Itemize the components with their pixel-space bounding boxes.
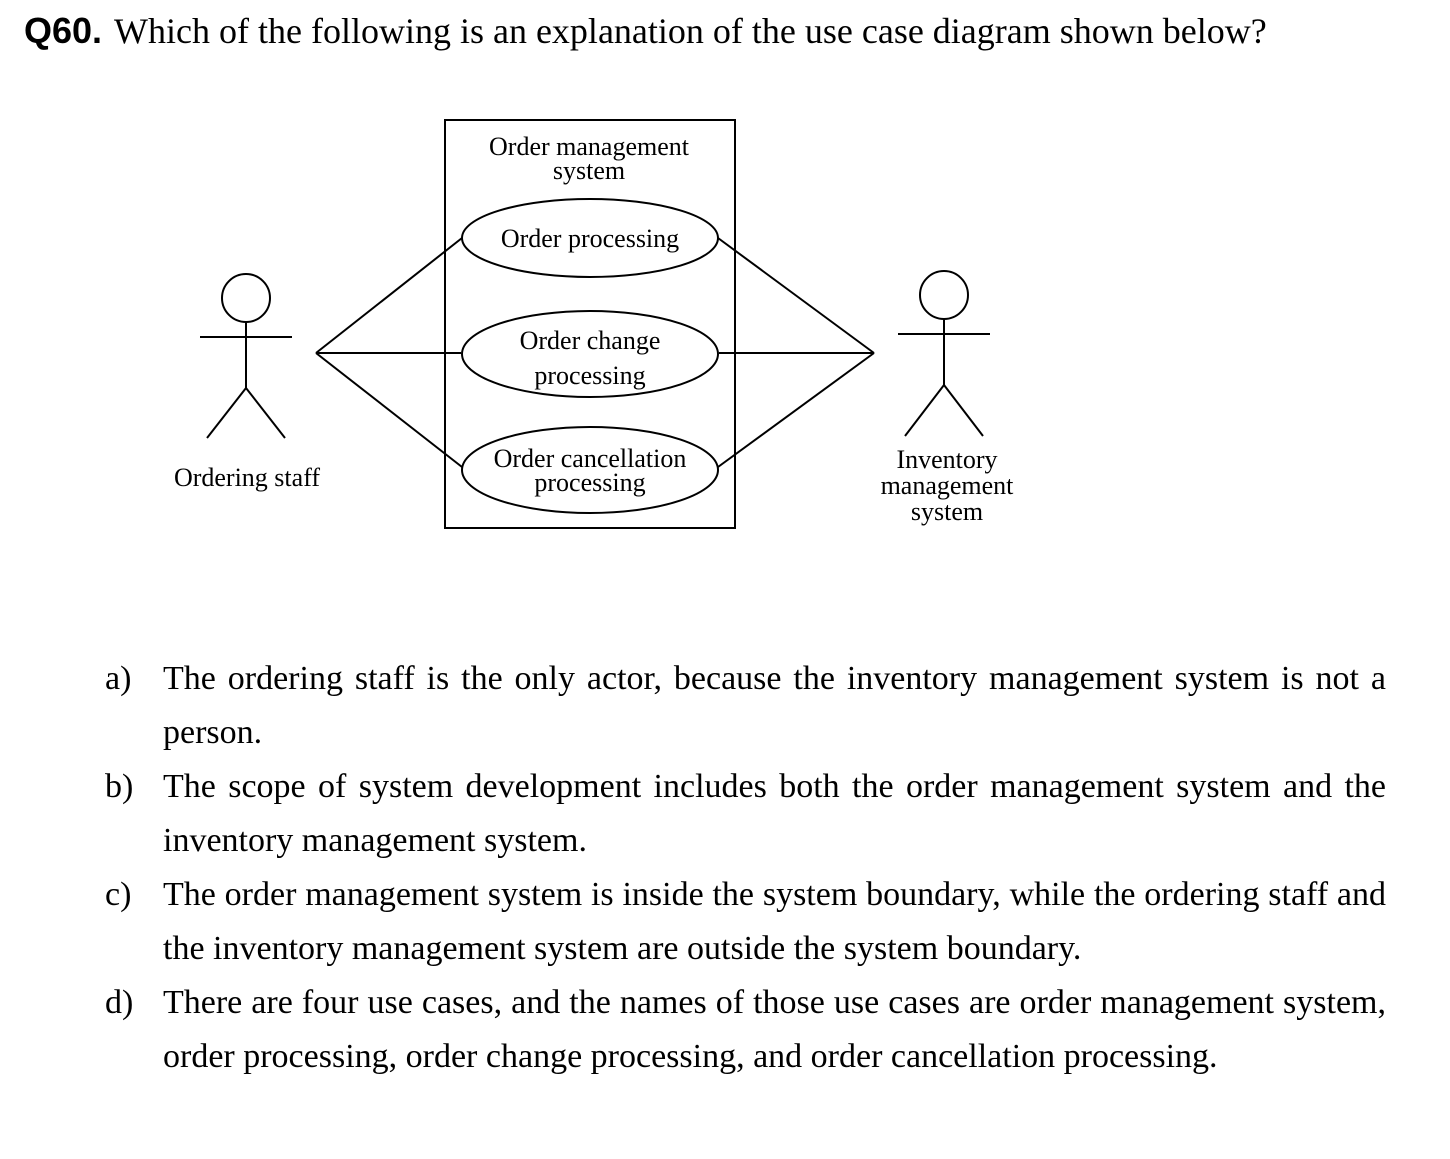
system-boundary xyxy=(444,119,736,529)
use-case-order-change-processing xyxy=(461,310,719,398)
option-text: The scope of system development includes… xyxy=(163,768,1386,859)
option-letter: d) xyxy=(105,984,134,1021)
use-case-label: processing xyxy=(534,361,645,390)
option-letter: a) xyxy=(105,660,132,697)
option-letter: b) xyxy=(105,768,134,805)
answer-option-c[interactable]: c) The order management system is inside… xyxy=(100,868,1386,976)
use-case-order-cancellation-processing xyxy=(461,426,719,514)
option-text: The ordering staff is the only actor, be… xyxy=(163,660,1386,751)
use-case-order-processing xyxy=(461,198,719,278)
association-right-order-cancellation xyxy=(717,352,875,468)
use-case-label: Order processing xyxy=(501,224,679,253)
inventory-system-actor xyxy=(898,270,990,437)
use-case-label: processing xyxy=(534,468,645,497)
system-title-line1: Order management xyxy=(489,132,690,161)
question-heading: Q60. Which of the following is an explana… xyxy=(24,8,1424,54)
inventory-system-label: management xyxy=(881,471,1015,500)
answer-options: a) The ordering staff is the only actor,… xyxy=(100,652,1386,1084)
inventory-system-label: system xyxy=(911,497,983,526)
answer-option-b[interactable]: b) The scope of system development inclu… xyxy=(100,760,1386,868)
question-number: Q60. xyxy=(24,10,103,51)
ordering-staff-label: Ordering staff xyxy=(174,463,320,492)
answer-option-a[interactable]: a) The ordering staff is the only actor,… xyxy=(100,652,1386,760)
use-case-label: Order cancellation xyxy=(494,444,687,473)
association-left-order-processing xyxy=(315,237,463,354)
question-text: Which of the following is an explanation… xyxy=(114,11,1267,51)
answer-option-d[interactable]: d) There are four use cases, and the nam… xyxy=(100,976,1386,1084)
option-text: The order management system is inside th… xyxy=(163,876,1386,967)
option-text: There are four use cases, and the names … xyxy=(163,984,1386,1075)
option-letter: c) xyxy=(105,876,132,913)
system-title-line2: system xyxy=(553,156,625,185)
association-right-order-processing xyxy=(717,237,875,354)
inventory-system-label: Inventory xyxy=(896,445,997,474)
use-case-diagram: Order management system Order processing… xyxy=(174,119,1015,529)
ordering-staff-actor xyxy=(200,273,292,439)
association-left-order-cancellation xyxy=(315,352,463,468)
use-case-label: Order change xyxy=(520,326,661,355)
